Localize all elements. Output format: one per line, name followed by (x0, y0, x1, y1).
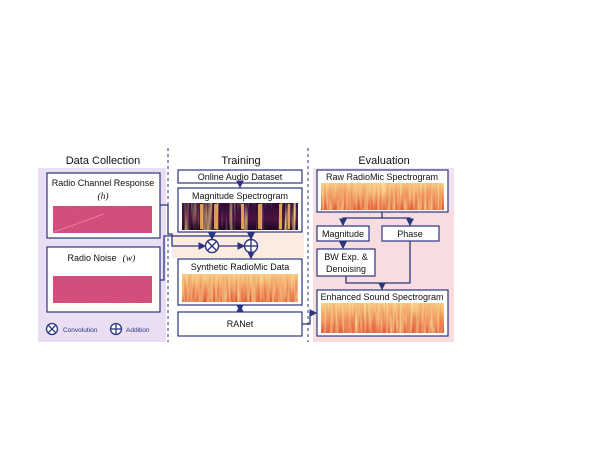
raw-spectrogram-label: Raw RadioMic Spectrogram (326, 172, 438, 182)
bw-denoising-label-line2: Denoising (326, 264, 366, 274)
radio-channel-title: Radio Channel Response (52, 178, 155, 188)
radio-channel-box: Radio Channel Response (h) (46, 172, 161, 239)
connectors (160, 180, 414, 325)
online-audio-label: Online Audio Dataset (198, 172, 283, 182)
enhanced-spectrogram-box: Enhanced Sound Spectrogram (316, 289, 449, 337)
radio-noise-symbol: (w) (123, 253, 136, 264)
convolution-icon (45, 322, 59, 336)
magnitude-box: Magnitude (316, 225, 370, 242)
legend-addition-label: Addition (126, 327, 150, 334)
magnitude-spectrogram-box: Magnitude Spectrogram (177, 187, 303, 233)
magnitude-label: Magnitude (322, 229, 364, 239)
ranet-box: RANet (177, 311, 303, 337)
radio-channel-symbol: (h) (97, 191, 108, 202)
enhanced-spectrogram-label: Enhanced Sound Spectrogram (320, 292, 443, 302)
synthetic-data-box: Synthetic RadioMic Data (177, 258, 303, 306)
magnitude-spectrogram-label: Magnitude Spectrogram (192, 191, 288, 201)
addition-operator-icon (243, 238, 259, 254)
radio-noise-title: Radio Noise (67, 253, 116, 263)
section-title-data-collection: Data Collection (66, 155, 141, 167)
section-title-training: Training (221, 155, 260, 167)
raw-spectrogram-box: Raw RadioMic Spectrogram (316, 169, 449, 213)
legend: Convolution Addition (45, 322, 150, 336)
addition-icon (109, 322, 123, 336)
synthetic-data-label: Synthetic RadioMic Data (191, 262, 290, 272)
legend-convolution-label: Convolution (63, 327, 98, 334)
online-audio-box: Online Audio Dataset (177, 169, 303, 184)
radio-noise-box: Radio Noise (w) (46, 246, 161, 313)
bw-denoising-box: BW Exp. & Denoising (316, 248, 376, 277)
convolution-operator-icon (204, 238, 220, 254)
ranet-label: RANet (227, 319, 254, 329)
section-title-evaluation: Evaluation (358, 155, 409, 167)
bw-denoising-label-line1: BW Exp. & (324, 252, 368, 262)
phase-label: Phase (397, 229, 423, 239)
phase-box: Phase (381, 225, 440, 242)
